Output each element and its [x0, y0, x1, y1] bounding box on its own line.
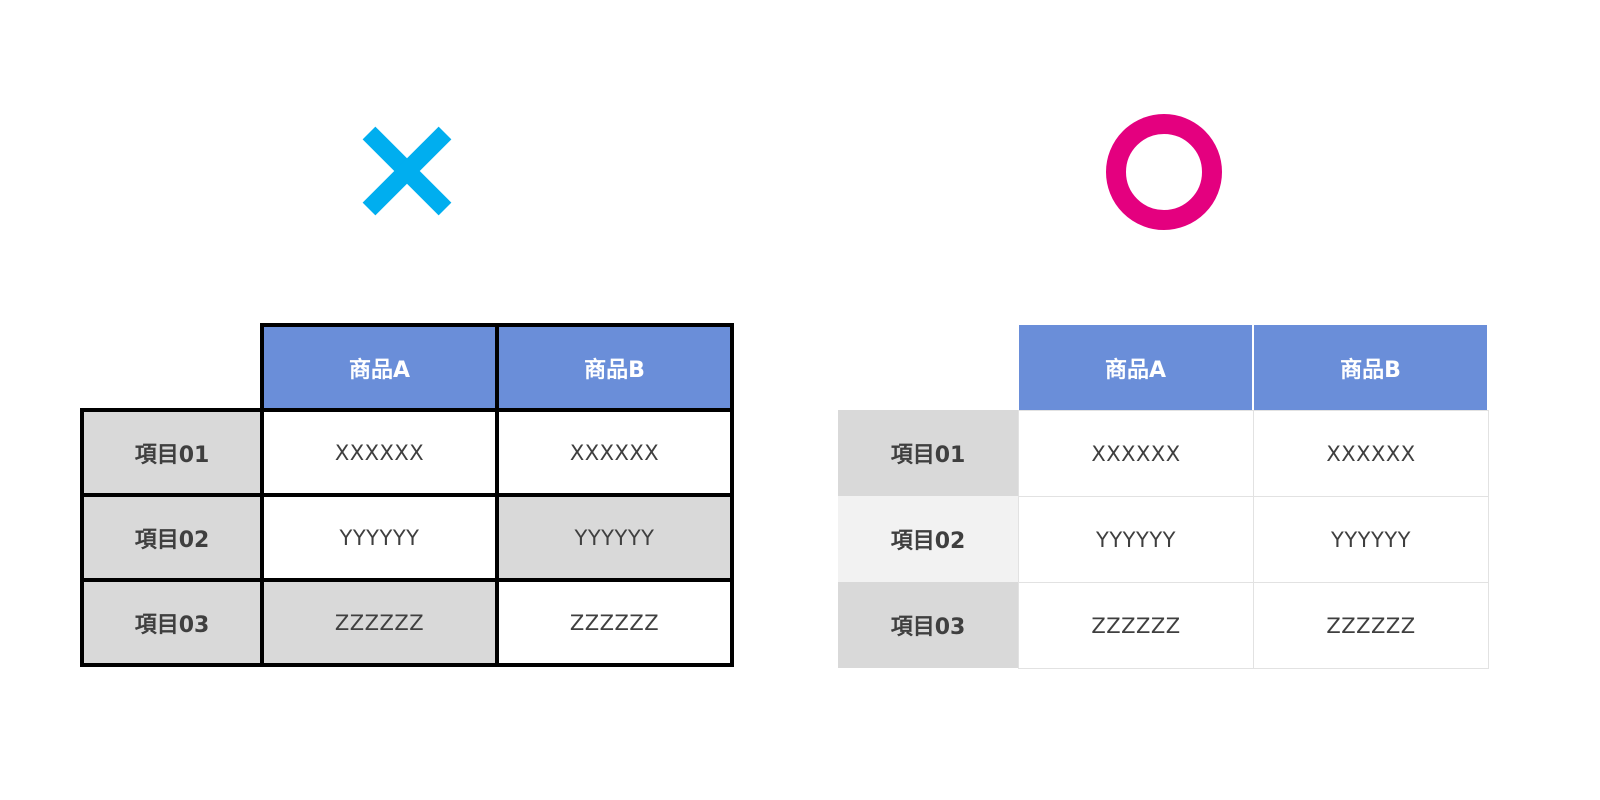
table-header-cell: 商品B — [495, 323, 734, 412]
table-cell: ZZZZZZ — [1253, 582, 1489, 669]
table-cell: XXXXXX — [1018, 410, 1254, 497]
circle-mark-icon — [1106, 114, 1222, 230]
table-cell: YYYYYY — [495, 493, 734, 582]
table-cell: XXXXXX — [260, 408, 499, 497]
table-cell: ZZZZZZ — [1018, 582, 1254, 669]
cross-mark-icon — [362, 126, 452, 216]
table-row-label: 項目03 — [838, 582, 1018, 668]
table-cell: ZZZZZZ — [260, 578, 499, 667]
table-header-cell: 商品A — [260, 323, 499, 412]
table-cell: XXXXXX — [495, 408, 734, 497]
table-row-label: 項目01 — [80, 408, 264, 497]
table-header-cell: 商品A — [1018, 325, 1253, 410]
table-cell: YYYYYY — [260, 493, 499, 582]
table-cell: XXXXXX — [1253, 410, 1489, 497]
table-cell: YYYYYY — [1253, 496, 1489, 583]
bad-example-table: 商品A 商品B 項目01 XXXXXX XXXXXX 項目02 YYYYYY Y… — [80, 323, 740, 670]
table-cell: ZZZZZZ — [495, 578, 734, 667]
table-row-label: 項目01 — [838, 410, 1018, 496]
table-row-label: 項目03 — [80, 578, 264, 667]
table-header-cell: 商品B — [1253, 325, 1488, 410]
table-row-label: 項目02 — [80, 493, 264, 582]
table-cell: YYYYYY — [1018, 496, 1254, 583]
table-row-label: 項目02 — [838, 496, 1018, 582]
good-example-table: 商品A 商品B 項目01 XXXXXX XXXXXX 項目02 YYYYYY Y… — [838, 325, 1498, 670]
